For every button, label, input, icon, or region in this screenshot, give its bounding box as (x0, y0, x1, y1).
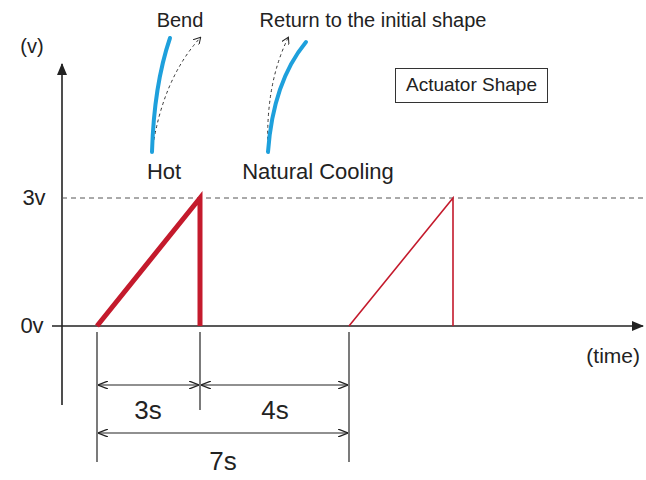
box-text: Actuator Shape (406, 75, 537, 96)
state-label: Natural Cooling (242, 160, 394, 184)
bend-path (152, 38, 200, 152)
dimension-value: 3s (134, 396, 161, 425)
dimension-value: 4s (261, 396, 288, 425)
dimension-tick (199, 332, 200, 410)
axis-value: 0v (20, 314, 43, 338)
voltage-ramp (97, 198, 200, 326)
axis-unit: (v) (20, 35, 43, 57)
illustration-caption: Bend (157, 9, 204, 31)
dimension-arrow (98, 432, 348, 433)
actuator-strip (152, 38, 170, 152)
dimension-arrow (201, 384, 348, 385)
axis-value: 3v (22, 186, 45, 210)
dimension-tick (348, 332, 349, 462)
illustration-caption: Return to the initial shape (260, 9, 487, 31)
actuator-strip (268, 42, 306, 152)
voltage-ramp (349, 198, 453, 326)
legend-box: Actuator Shape (395, 68, 548, 103)
x-axis (52, 325, 643, 327)
dimension-value: 7s (209, 447, 236, 476)
axis-unit: (time) (586, 344, 640, 367)
level-line (62, 198, 646, 199)
y-axis (61, 64, 63, 405)
dimension-tick (96, 332, 97, 462)
state-label: Hot (147, 160, 181, 184)
dimension-arrow (98, 384, 199, 385)
